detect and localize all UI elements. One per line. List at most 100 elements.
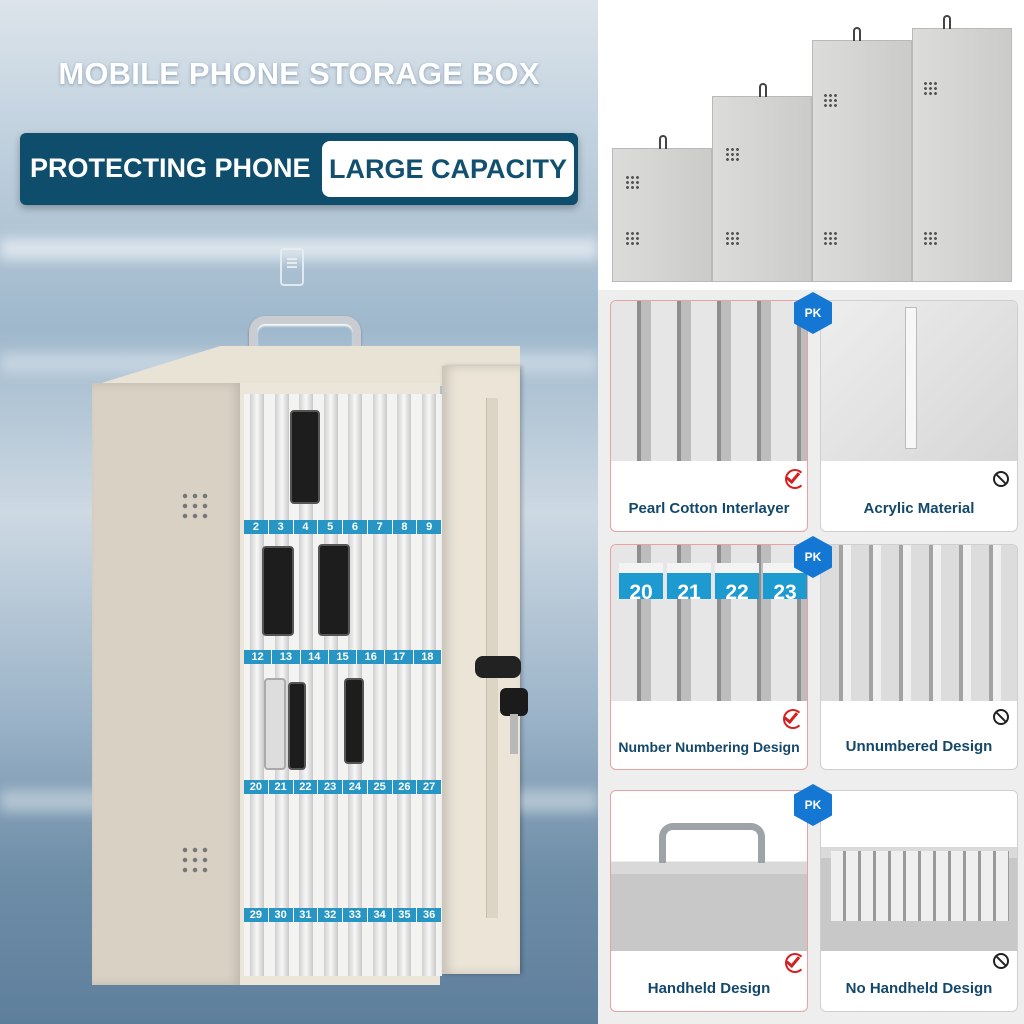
pearl-cotton-image [611, 301, 807, 461]
cabinet-size-xlarge [912, 15, 1012, 282]
vent-holes [625, 175, 639, 189]
card-no-handheld: No Handheld Design [820, 790, 1018, 1012]
number-strip: 29 30 31 32 33 34 35 36 [244, 908, 442, 922]
prohibited-icon [993, 471, 1009, 487]
banner-left-text: PROTECTING PHONE [30, 153, 311, 183]
slot-number: 33 [343, 908, 368, 922]
number-strip: 20 21 22 23 24 25 26 27 [244, 780, 442, 794]
number-tag: 20 [619, 563, 663, 604]
cabinet-size-small [612, 135, 712, 282]
slot-number: 35 [392, 908, 418, 922]
card-unnumbered: Unnumbered Design [820, 544, 1018, 770]
key-blade [510, 714, 518, 754]
number-tag: 22 [715, 563, 759, 604]
slot-number: 3 [268, 520, 294, 534]
number-strip: 2 3 4 5 6 7 8 9 [244, 520, 442, 534]
slot-number: 34 [367, 908, 393, 922]
prohibited-icon [993, 709, 1009, 725]
prohibited-icon [993, 953, 1009, 969]
slot-number: 9 [417, 520, 442, 534]
slot-number: 36 [417, 908, 442, 922]
handle-shape [659, 823, 765, 863]
check-icon [783, 467, 805, 489]
slot-number: 24 [343, 780, 368, 794]
slot-number: 15 [328, 650, 358, 664]
slot-number: 22 [293, 780, 319, 794]
card-label: Handheld Design [647, 980, 771, 997]
card-handheld: Handheld Design [610, 790, 808, 1012]
slot-number: 8 [392, 520, 418, 534]
number-tag: 21 [667, 563, 711, 604]
card-label: No Handheld Design [845, 980, 993, 997]
hero-panel: MOBILE PHONE STORAGE BOX PROTECTING PHON… [0, 0, 598, 1024]
stored-phone [290, 410, 320, 504]
hero-title: MOBILE PHONE STORAGE BOX [58, 56, 540, 91]
number-tags: 20 21 22 23 [619, 563, 807, 604]
card-pearl-cotton: Pearl Cotton Interlayer [610, 300, 808, 532]
mini-handle [659, 135, 667, 149]
stored-phone [288, 682, 306, 770]
handheld-image [611, 791, 807, 951]
mini-handle [853, 27, 861, 41]
cabinet-size-medium [712, 83, 812, 282]
banner-right-text: LARGE CAPACITY [322, 141, 574, 197]
slot-number: 20 [244, 780, 269, 794]
slot-number: 17 [385, 650, 414, 664]
unnumbered-image [821, 545, 1017, 701]
cabinet-side [92, 383, 242, 985]
vent-holes [923, 231, 937, 245]
slot-divider [372, 394, 387, 976]
vent-holes [923, 81, 937, 95]
cabinet-handle [249, 316, 361, 360]
cabinet-interior: 2 3 4 5 6 7 8 9 12 13 14 15 16 17 18 20 … [244, 394, 442, 976]
slot-number: 16 [357, 650, 386, 664]
slot-number: 18 [413, 650, 442, 664]
card-label: Acrylic Material [863, 500, 975, 517]
key-head [500, 688, 528, 716]
slot-number: 29 [244, 908, 269, 922]
slot-number: 2 [244, 520, 269, 534]
slot-number: 31 [293, 908, 319, 922]
slot-divider [299, 394, 313, 976]
slot-number: 23 [318, 780, 343, 794]
vent-holes [625, 231, 639, 245]
cabinet-size-large [812, 27, 912, 282]
slot-divider [397, 394, 411, 976]
card-acrylic: Acrylic Material [820, 300, 1018, 532]
acrylic-image [821, 301, 1017, 461]
feature-banner: PROTECTING PHONE LARGE CAPACITY [20, 133, 578, 205]
slot-divider [323, 394, 338, 976]
phone-signal-icon [280, 248, 304, 286]
slot-number: 4 [293, 520, 319, 534]
stored-phone [344, 678, 364, 764]
check-icon [783, 951, 805, 973]
stored-phone [318, 544, 350, 636]
slot-number: 30 [268, 908, 294, 922]
slot-number: 12 [244, 650, 273, 664]
lock-icon[interactable] [475, 656, 521, 678]
size-variants [598, 0, 1024, 290]
vent-holes [725, 147, 739, 161]
slot-number: 26 [392, 780, 418, 794]
number-strip: 12 13 14 15 16 17 18 [244, 650, 442, 664]
card-numbering: 20 21 22 23 Number Numbering Design [610, 544, 808, 770]
stored-phone [264, 678, 286, 770]
slot-number: 13 [272, 650, 301, 664]
vent-holes [823, 93, 837, 107]
slot-number: 14 [300, 650, 329, 664]
slot-number: 7 [367, 520, 393, 534]
vent-holes [823, 231, 837, 245]
mini-handle [943, 15, 951, 29]
stored-phone [262, 546, 294, 636]
slot-number: 5 [318, 520, 343, 534]
comparison-grid: Pearl Cotton Interlayer Acrylic Material… [598, 290, 1024, 1024]
slot-number: 21 [268, 780, 294, 794]
card-label: Unnumbered Design [845, 738, 993, 755]
slot-divider [250, 394, 264, 976]
card-label: Number Numbering Design [618, 739, 800, 755]
key-icon [500, 688, 528, 758]
vent-holes [180, 491, 208, 521]
vent-holes [725, 231, 739, 245]
numbering-image: 20 21 22 23 [611, 545, 807, 701]
slot-divider [421, 394, 436, 976]
